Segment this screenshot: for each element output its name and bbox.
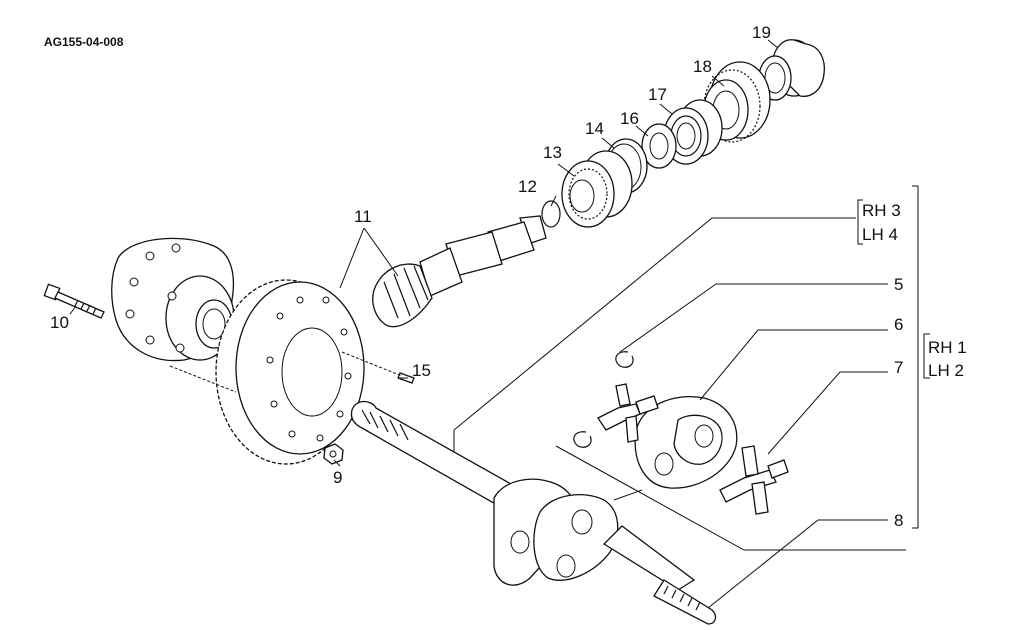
tapered-bearing-13: [561, 150, 633, 228]
bolt-10: [43, 283, 105, 319]
callout-16: 16: [620, 109, 639, 128]
ring-gear: [215, 279, 365, 465]
washer-16: [641, 123, 677, 169]
group-label-lower-line2: LH 2: [928, 361, 964, 380]
callout-15: 15: [412, 361, 431, 380]
axle-shaft-8: [350, 400, 717, 625]
bearing-cup-19: [758, 39, 826, 101]
nut-9: [323, 443, 344, 465]
callout-6: 6: [894, 315, 903, 334]
callout-9: 9: [333, 468, 342, 487]
callout-13: 13: [543, 143, 562, 162]
leader-lines: [69, 39, 930, 609]
snap-ring-5: [573, 351, 634, 448]
callout-7: 7: [894, 358, 903, 377]
callout-18: 18: [693, 57, 712, 76]
snap-ring-12: [541, 200, 561, 228]
differential-case: [111, 237, 235, 362]
callout-labels: 5 6 7 8 9 10 11 12 13 14 15 16 17 18 19 …: [50, 23, 967, 530]
callout-17: 17: [648, 85, 667, 104]
callout-10: 10: [50, 313, 69, 332]
drawing-code: AG155-04-008: [44, 35, 124, 49]
callout-12: 12: [518, 177, 537, 196]
cross-spider-7a: [597, 383, 659, 443]
callout-19: 19: [752, 23, 771, 42]
group-label-upper-line1: RH 3: [862, 201, 901, 220]
callout-5: 5: [894, 275, 903, 294]
group-label-lower-line1: RH 1: [928, 338, 967, 357]
callout-14: 14: [585, 119, 604, 138]
pinion-shaft-11: [372, 215, 547, 328]
callout-8: 8: [894, 511, 903, 530]
callout-11: 11: [354, 207, 372, 226]
yoke-6: [634, 396, 738, 489]
group-label-upper-line2: LH 4: [862, 225, 898, 244]
cross-spider-7b: [719, 445, 789, 515]
